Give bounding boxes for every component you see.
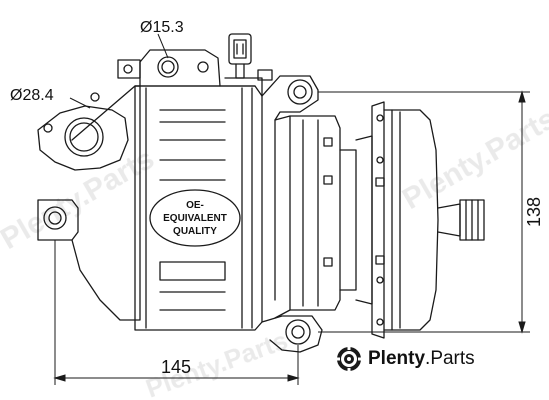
brand-name-strong: Plenty [368, 348, 426, 369]
compressor-outline [37, 33, 485, 353]
badge-line-1: OE- [186, 200, 204, 211]
label-pulley-height: 138 [524, 197, 544, 227]
badge-line-2: EQUIVALENT [163, 213, 227, 224]
label-body-length: 145 [161, 357, 191, 377]
brand-name-dot: . [425, 348, 431, 369]
brand-name-rest: Parts [430, 348, 475, 369]
brand-watermark: Plenty.Parts [336, 345, 475, 373]
dimension-lines [53, 33, 530, 385]
watermark-text-left: Plenty.Parts [0, 142, 160, 256]
gear-disc-icon [336, 346, 362, 372]
lower-front-lug [261, 315, 323, 353]
clutch-shaft [437, 199, 485, 241]
badge-line-3: QUALITY [173, 226, 217, 237]
brand-name: Plenty.Parts [368, 348, 475, 370]
oe-equivalent-badge: OE- EQUIVALENT QUALITY [163, 200, 227, 237]
oe-badge-ellipse [149, 189, 241, 247]
outlet-port [117, 49, 221, 87]
leader-inlet-diameter [69, 97, 91, 109]
dimension-145 [53, 240, 300, 385]
inlet-port-flange [37, 92, 129, 171]
electrical-connector [224, 33, 273, 97]
clutch-pulley [339, 101, 439, 339]
front-bracket [261, 75, 341, 319]
main-body [134, 85, 263, 331]
left-mount-lug [37, 199, 79, 241]
label-outlet-diameter: Ø15.3 [140, 19, 184, 36]
label-inlet-diameter: Ø28.4 [10, 87, 54, 104]
leader-outlet-diameter [157, 33, 169, 59]
dimension-138 [318, 90, 530, 334]
